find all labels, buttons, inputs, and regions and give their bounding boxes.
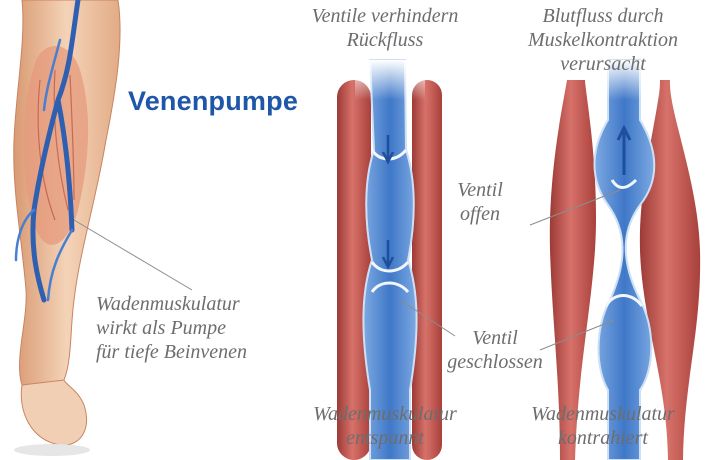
leader-calf-pump xyxy=(74,220,192,290)
diagram-title: Venenpumpe xyxy=(128,86,298,117)
label-entspannt: Wadenmuskulatur entspannt xyxy=(280,402,490,450)
heel-shadow xyxy=(14,444,90,456)
label-ventile-verhindern: Ventile verhindern Rückfluss xyxy=(280,4,490,52)
vein-relaxed xyxy=(363,60,416,460)
label-ventil-geschlossen: Ventil geschlossen xyxy=(440,326,550,374)
label-ventil-offen: Ventil offen xyxy=(440,178,520,226)
label-kontrahiert: Wadenmuskulatur kontrahiert xyxy=(498,402,708,450)
label-blutfluss: Blutfluss durch Muskelkontraktion verurs… xyxy=(498,4,708,76)
foot-shape xyxy=(21,380,86,445)
contracted-muscle-illustration xyxy=(550,60,700,460)
label-wadenmuskulatur-pumpe: Wadenmuskulatur wirkt als Pumpe für tief… xyxy=(96,292,306,364)
relaxed-muscle-illustration xyxy=(337,60,442,460)
vein-top-fade-relaxed xyxy=(355,60,425,100)
calf-leg-illustration xyxy=(14,0,120,456)
